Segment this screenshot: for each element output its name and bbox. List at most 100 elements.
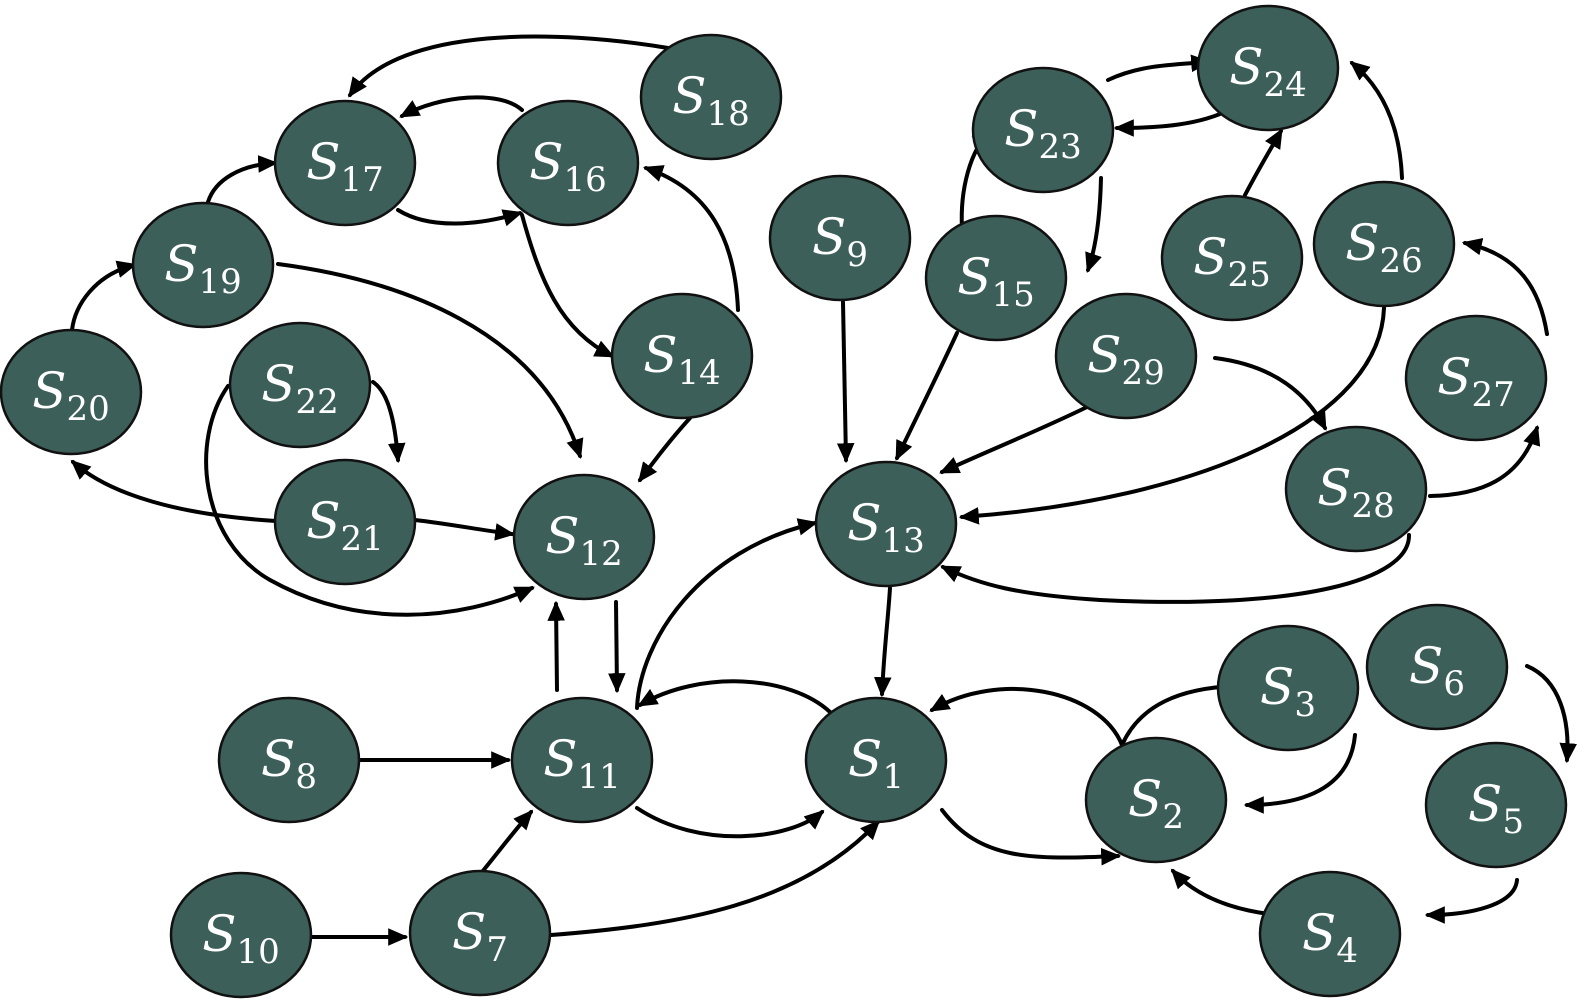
- node-letter: S: [1229, 38, 1263, 96]
- node-s6: S6: [1365, 603, 1509, 731]
- node-circle-s28: [1284, 425, 1428, 553]
- node-letter: S: [957, 248, 991, 306]
- node-s7: S7: [408, 869, 552, 997]
- node-s21: S21: [273, 458, 417, 586]
- node-letter: S: [261, 355, 295, 413]
- node-circle-s25: [1160, 194, 1304, 322]
- node-circle-s3: [1216, 624, 1360, 752]
- edge-s24-to-s23: [1113, 107, 1233, 137]
- edge-s4-to-s2: [1170, 868, 1279, 917]
- node-letter: S: [1409, 637, 1443, 695]
- node-s16: S16: [496, 99, 640, 227]
- node-subscript: 23: [1039, 127, 1082, 167]
- node-s23: S23: [971, 66, 1115, 194]
- node-subscript: 20: [67, 389, 110, 429]
- node-circle-s8: [217, 696, 361, 824]
- node-s15: S15: [924, 214, 1068, 342]
- node-label-s27: S27: [1437, 348, 1515, 415]
- edge-s11-to-s12: [547, 600, 565, 692]
- node-letter: S: [1437, 348, 1471, 406]
- edge-s29-to-s13: [939, 405, 1089, 474]
- node-letter: S: [32, 362, 66, 420]
- edge-s14-to-s16: [642, 165, 740, 312]
- node-s1: S1: [804, 696, 948, 824]
- node-label-s7: S7: [452, 903, 508, 970]
- node-subscript: 11: [578, 757, 621, 797]
- edge-s7-to-s11: [480, 809, 534, 874]
- node-subscript: 21: [341, 519, 384, 559]
- node-circle-s27: [1404, 314, 1548, 442]
- node-circle-s24: [1196, 4, 1340, 132]
- node-subscript: 29: [1122, 353, 1165, 393]
- node-s9: S9: [768, 174, 912, 302]
- node-letter: S: [1128, 770, 1162, 828]
- node-circle-s2: [1084, 736, 1228, 864]
- node-circle-s19: [131, 201, 275, 329]
- node-label-s9: S9: [812, 208, 868, 275]
- node-subscript: 2: [1162, 797, 1184, 837]
- node-label-s18: S18: [672, 67, 750, 134]
- node-subscript: 19: [199, 262, 242, 302]
- edge-s3-to-s2: [1243, 733, 1357, 814]
- node-letter: S: [672, 67, 706, 125]
- node-subscript: 9: [846, 235, 868, 275]
- edge-s7-to-s1: [549, 819, 881, 937]
- edge-s17-to-s16: [396, 208, 524, 227]
- node-letter: S: [1260, 658, 1294, 716]
- node-letter: S: [1345, 214, 1379, 272]
- node-label-s29: S29: [1087, 326, 1165, 393]
- edge-s21-to-s12: [413, 518, 516, 541]
- node-label-s16: S16: [529, 133, 607, 200]
- node-circle-s13: [814, 460, 958, 588]
- node-subscript: 6: [1443, 664, 1465, 704]
- edge-s16-to-s17: [399, 95, 524, 118]
- node-s28: S28: [1284, 425, 1428, 553]
- edge-s14-to-s12: [638, 416, 692, 483]
- edge-s19-to-s17: [206, 155, 279, 204]
- edge-s13-to-s1: [873, 586, 892, 698]
- node-subscript: 10: [237, 932, 280, 972]
- node-letter: S: [529, 133, 563, 191]
- node-letter: S: [261, 730, 295, 788]
- node-label-s22: S22: [261, 355, 339, 422]
- node-label-s23: S23: [1004, 100, 1082, 167]
- node-subscript: 27: [1472, 375, 1515, 415]
- node-circle-s23: [971, 66, 1115, 194]
- node-letter: S: [452, 903, 486, 961]
- node-subscript: 17: [341, 160, 384, 200]
- node-letter: S: [164, 235, 198, 293]
- node-s26: S26: [1312, 180, 1456, 308]
- node-label-s15: S15: [957, 248, 1035, 315]
- node-s12: S12: [512, 473, 656, 601]
- node-letter: S: [847, 494, 881, 552]
- node-label-s11: S11: [543, 730, 621, 797]
- node-s20: S20: [0, 328, 143, 456]
- node-subscript: 25: [1228, 255, 1271, 295]
- node-label-s21: S21: [306, 492, 384, 559]
- node-label-s6: S6: [1409, 637, 1465, 704]
- node-s18: S18: [639, 33, 783, 161]
- node-circle-s17: [273, 99, 417, 227]
- node-subscript: 13: [882, 521, 925, 561]
- node-circle-s12: [512, 473, 656, 601]
- node-subscript: 24: [1264, 65, 1307, 105]
- node-subscript: 3: [1294, 685, 1316, 725]
- node-label-s20: S20: [32, 362, 110, 429]
- node-s27: S27: [1404, 314, 1548, 442]
- node-s11: S11: [510, 696, 654, 824]
- node-s10: S10: [169, 871, 313, 999]
- node-s17: S17: [273, 99, 417, 227]
- node-letter: S: [1193, 228, 1227, 286]
- edge-s23-to-s24: [1106, 54, 1212, 82]
- edge-s6-to-s5: [1525, 664, 1578, 764]
- node-circle-s18: [639, 33, 783, 161]
- edge-s29-to-s28: [1213, 356, 1327, 431]
- node-s29: S29: [1054, 292, 1198, 420]
- node-letter: S: [202, 905, 236, 963]
- node-s22: S22: [228, 321, 372, 449]
- node-circle-s22: [228, 321, 372, 449]
- node-subscript: 15: [992, 275, 1035, 315]
- node-letter: S: [1317, 459, 1351, 517]
- node-label-s14: S14: [643, 326, 721, 393]
- edge-s1-to-s11: [637, 679, 832, 714]
